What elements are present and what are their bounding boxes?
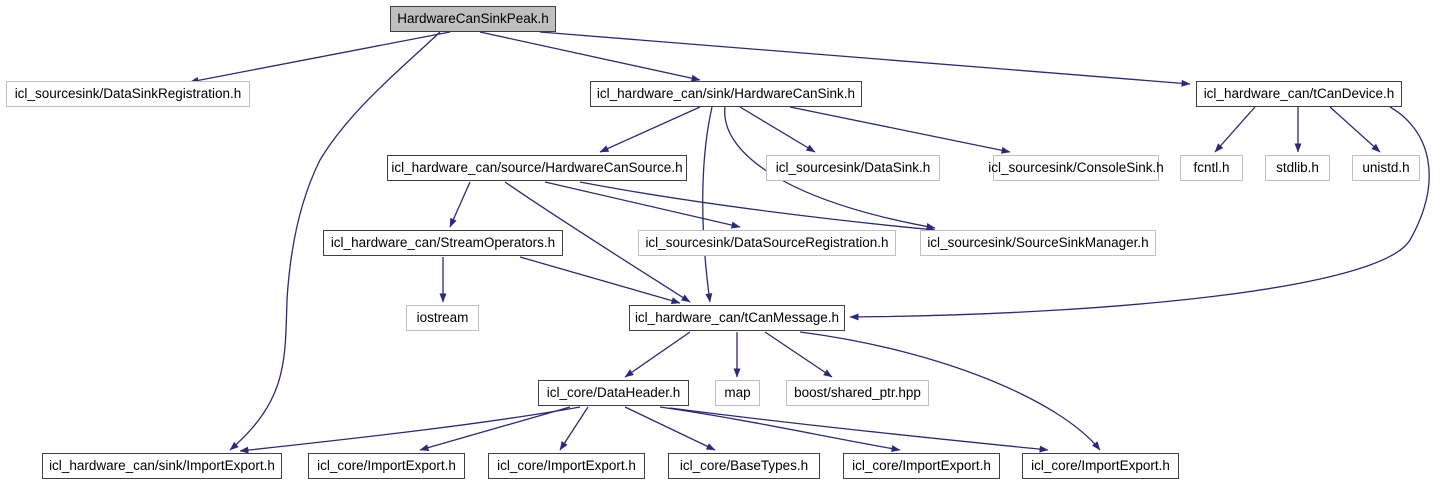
graph-node-label: fcntl.h <box>1193 160 1230 176</box>
graph-node[interactable]: icl_core/DataHeader.h <box>538 380 689 406</box>
graph-node[interactable]: icl_hardware_can/sink/HardwareCanSink.h <box>590 81 862 107</box>
graph-node[interactable]: icl_hardware_can/tCanMessage.h <box>629 305 845 331</box>
graph-node-label: icl_core/BaseTypes.h <box>679 458 809 474</box>
graph-edge <box>764 331 833 378</box>
graph-node-label: icl_sourcesink/SourceSinkManager.h <box>927 235 1149 251</box>
graph-node-label: icl_sourcesink/DataSink.h <box>775 160 931 176</box>
graph-node: iostream <box>406 305 479 331</box>
graph-node-label: icl_sourcesink/ConsoleSink.h <box>988 160 1164 176</box>
graph-node[interactable]: icl_core/BaseTypes.h <box>668 453 820 479</box>
graph-edge <box>624 406 716 451</box>
graph-node[interactable]: icl_hardware_can/source/HardwareCanSourc… <box>387 155 687 181</box>
graph-node: icl_sourcesink/ConsoleSink.h <box>988 155 1164 181</box>
graph-node[interactable]: icl_hardware_can/StreamOperators.h <box>323 230 563 256</box>
graph-node[interactable]: icl_hardware_can/sink/ImportExport.h <box>42 453 282 479</box>
graph-edge <box>419 406 571 452</box>
graph-node[interactable]: icl_core/ImportExport.h <box>843 453 1000 479</box>
graph-node: boost/shared_ptr.hpp <box>786 380 929 406</box>
graph-node-label: unistd.h <box>1362 160 1410 176</box>
graph-edge <box>849 106 1430 321</box>
graph-edge <box>479 31 701 82</box>
graph-node-label: icl_core/ImportExport.h <box>317 458 456 474</box>
graph-node: unistd.h <box>1352 155 1420 181</box>
graph-node-label: icl_core/ImportExport.h <box>497 458 636 474</box>
graph-edge <box>579 181 936 233</box>
graph-node[interactable]: icl_core/ImportExport.h <box>308 453 465 479</box>
graph-node-label: icl_hardware_can/sink/HardwareCanSink.h <box>596 86 856 102</box>
graph-node: fcntl.h <box>1180 155 1243 181</box>
graph-edge <box>659 406 901 453</box>
graph-node[interactable]: HardwareCanSinkPeak.h <box>390 6 556 32</box>
graph-node-label: icl_sourcesink/DataSinkRegistration.h <box>14 86 242 102</box>
graph-node-label: icl_sourcesink/DataSourceRegistration.h <box>645 235 889 251</box>
graph-edge <box>519 256 681 305</box>
graph-edge <box>1329 106 1381 153</box>
graph-edge <box>189 31 451 84</box>
graph-node[interactable]: icl_hardware_can/tCanDevice.h <box>1196 81 1402 107</box>
graph-node[interactable]: icl_core/ImportExport.h <box>488 453 645 479</box>
graph-node-label: map <box>724 385 751 401</box>
graph-node-label: icl_hardware_can/tCanDevice.h <box>1203 86 1395 102</box>
graph-node[interactable]: icl_core/ImportExport.h <box>1022 453 1179 479</box>
graph-node-label: boost/shared_ptr.hpp <box>794 385 921 401</box>
graph-edge <box>559 406 589 451</box>
graph-edge <box>624 331 691 378</box>
graph-node-label: stdlib.h <box>1276 160 1319 176</box>
graph-node-label: icl_hardware_can/StreamOperators.h <box>330 235 556 251</box>
graph-edge <box>702 106 713 303</box>
graph-edge <box>669 407 1049 453</box>
graph-node-label: icl_hardware_can/sink/ImportExport.h <box>49 458 275 474</box>
graph-node: stdlib.h <box>1265 155 1330 181</box>
graph-edge <box>789 106 1011 154</box>
graph-edge <box>1214 106 1256 153</box>
graph-node-label: icl_core/DataHeader.h <box>546 385 681 401</box>
graph-node: icl_sourcesink/SourceSinkManager.h <box>920 230 1156 256</box>
graph-node: map <box>715 380 760 406</box>
graph-edge <box>544 181 741 229</box>
graph-node-label: icl_hardware_can/tCanMessage.h <box>634 310 840 326</box>
graph-edge <box>239 406 581 454</box>
graph-edge <box>449 181 471 228</box>
graph-node: icl_sourcesink/DataSink.h <box>766 155 940 181</box>
graph-node-label: iostream <box>416 310 469 326</box>
graph-node: icl_sourcesink/DataSourceRegistration.h <box>638 230 896 256</box>
graph-edge <box>539 31 1191 87</box>
graph-node-label: icl_core/ImportExport.h <box>852 458 991 474</box>
graph-node-label: HardwareCanSinkPeak.h <box>397 11 549 27</box>
graph-node-label: icl_core/ImportExport.h <box>1031 458 1170 474</box>
graph-node-label: icl_hardware_can/source/HardwareCanSourc… <box>391 160 683 176</box>
graph-node: icl_sourcesink/DataSinkRegistration.h <box>6 81 250 107</box>
graph-edge <box>739 106 816 153</box>
graph-edge <box>599 106 701 153</box>
